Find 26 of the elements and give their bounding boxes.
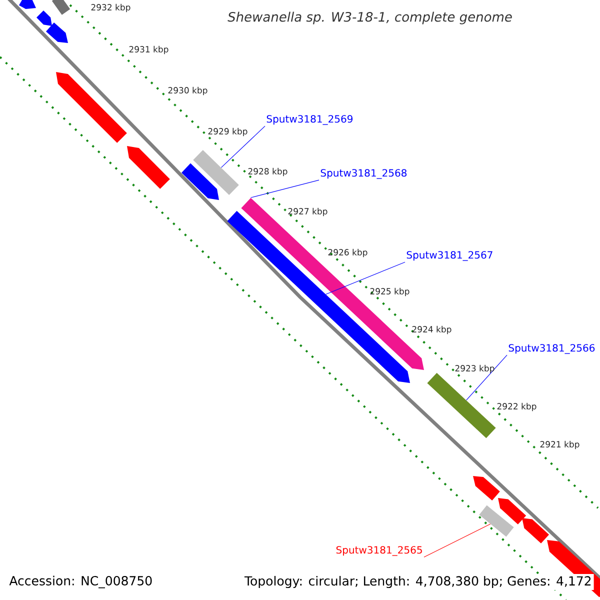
gene-label: Sputw3181_2567	[406, 251, 492, 261]
tick-label: 2924 kbp	[412, 326, 452, 334]
gene-label: Sputw3181_2566	[508, 344, 595, 354]
tick-label: 2931 kbp	[129, 46, 168, 54]
tick-label: 2930 kbp	[168, 86, 208, 96]
leader-line	[424, 524, 491, 558]
tick-label: 2928 kbp	[248, 168, 288, 176]
leader-line	[326, 262, 406, 295]
tick-label: 2921 kbp	[540, 440, 580, 450]
gene-block	[479, 505, 514, 537]
tick-label: 2932 kbp	[91, 4, 130, 12]
title: Shewanella sp. W3-18-1, complete genome	[228, 12, 512, 24]
gene-label: Sputw3181_2569	[266, 115, 353, 125]
genome-info-text: Topology: circular; Length: 4,708,380 bp; Genes: 4,172	[242, 574, 594, 590]
gene-label: Sputw3181_2568	[320, 169, 407, 179]
tick-label: 2925 kbp	[370, 288, 410, 296]
tick-label: 2927 kbp	[288, 208, 328, 216]
leader-line	[250, 180, 320, 198]
tick-label: 2926 kbp	[328, 248, 368, 258]
leader-line	[466, 354, 508, 400]
leader-line	[220, 126, 266, 168]
gene-label: Sputw3181_2565	[336, 546, 422, 556]
gene-block	[193, 150, 239, 195]
tick-label: 2923 kbp	[455, 364, 494, 374]
gene-block	[427, 372, 496, 438]
accession-text: Accession: NC_008750	[9, 576, 152, 588]
